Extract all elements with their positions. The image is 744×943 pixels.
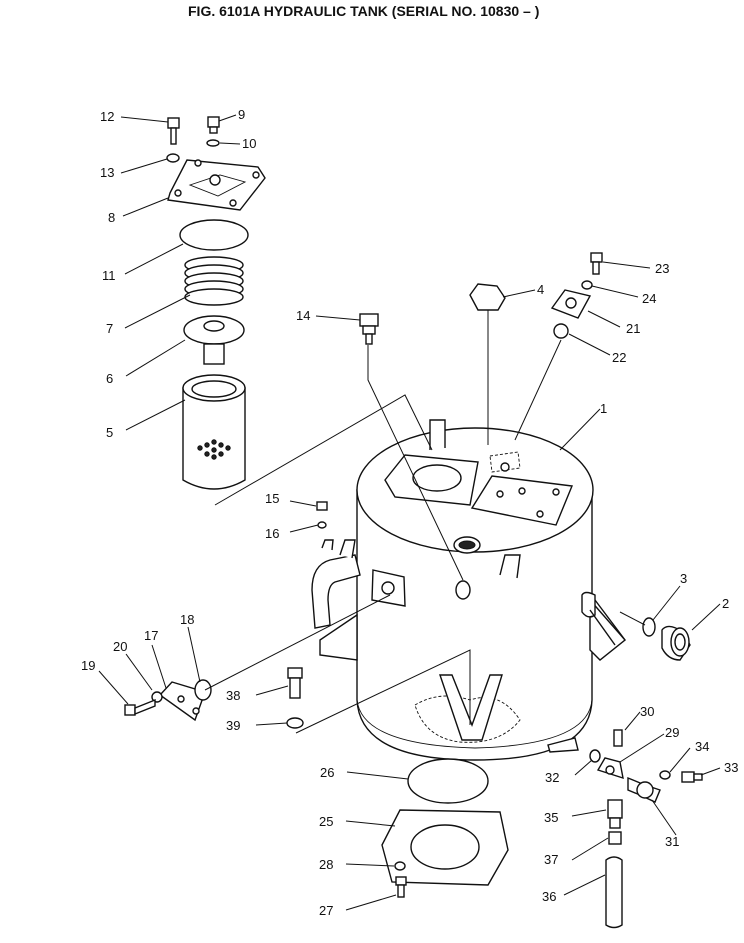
hydraulic-tank-body (311, 419, 627, 761)
callout-25: 25 (319, 814, 333, 829)
callout-39: 39 (226, 718, 240, 733)
callout-26: 26 (320, 765, 334, 780)
callout-34: 34 (695, 739, 709, 754)
callout-23: 23 (655, 261, 669, 276)
callout-18: 18 (180, 612, 194, 627)
callout-1: 1 (600, 401, 607, 416)
callout-20: 20 (113, 639, 127, 654)
callout-labels: 12 9 10 13 8 11 7 6 5 14 4 1 23 24 21 22… (81, 107, 738, 918)
callout-36: 36 (542, 889, 556, 904)
callout-10: 10 (242, 136, 256, 151)
small-parts (124, 252, 703, 929)
callout-22: 22 (612, 350, 626, 365)
callout-11: 11 (102, 268, 116, 283)
callout-3: 3 (680, 571, 687, 586)
callout-6: 6 (106, 371, 113, 386)
callout-32: 32 (545, 770, 559, 785)
callout-31: 31 (665, 834, 679, 849)
figure-title: FIG. 6101A HYDRAULIC TANK (SERIAL NO. 10… (188, 3, 539, 19)
callout-29: 29 (665, 725, 679, 740)
callout-17: 17 (144, 628, 158, 643)
callout-2: 2 (722, 596, 729, 611)
callout-19: 19 (81, 658, 95, 673)
callout-21: 21 (626, 321, 640, 336)
callout-4: 4 (537, 282, 544, 297)
callout-24: 24 (642, 291, 656, 306)
callout-12: 12 (100, 109, 114, 124)
callout-30: 30 (640, 704, 654, 719)
callout-27: 27 (319, 903, 333, 918)
callout-37: 37 (544, 852, 558, 867)
callout-15: 15 (265, 491, 279, 506)
callout-8: 8 (108, 210, 115, 225)
callout-28: 28 (319, 857, 333, 872)
callout-7: 7 (106, 321, 113, 336)
callout-13: 13 (100, 165, 114, 180)
callout-33: 33 (724, 760, 738, 775)
filter-assembly (166, 116, 266, 490)
callout-38: 38 (226, 688, 240, 703)
callout-14: 14 (296, 308, 310, 323)
callout-5: 5 (106, 425, 113, 440)
leader-lines (98, 114, 721, 911)
callout-35: 35 (544, 810, 558, 825)
phantom-lines (204, 310, 646, 734)
callout-9: 9 (238, 107, 245, 122)
callout-16: 16 (265, 526, 279, 541)
